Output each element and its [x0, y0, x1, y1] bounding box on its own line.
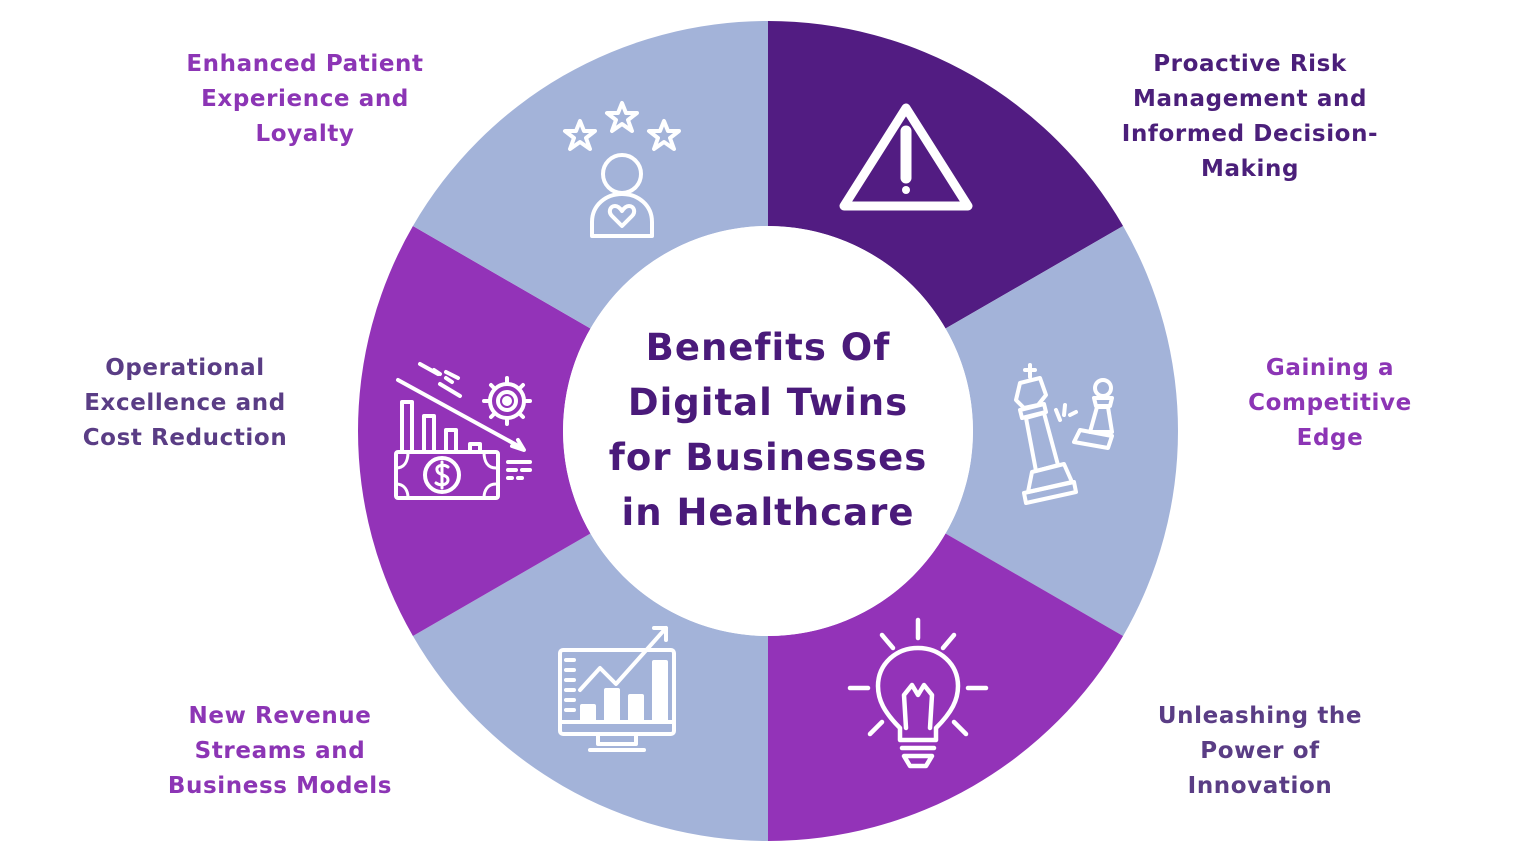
- label-new-revenue: New Revenue Streams and Business Models: [167, 703, 393, 799]
- title-line-2: Digital Twins: [627, 381, 909, 424]
- label-competitive-edge: Gaining a Competitive Edge: [1248, 355, 1412, 451]
- title-line-3: for Businesses: [608, 436, 928, 479]
- chess-king-pawn-icon: [1014, 363, 1114, 505]
- segment-patient-experience: [412, 21, 768, 329]
- diagram-title: Benefits Of Digital Twins for Businesses…: [568, 320, 968, 540]
- label-operational-excellence: Operational Excellence and Cost Reductio…: [82, 355, 288, 451]
- title-line-4: in Healthcare: [621, 491, 915, 534]
- label-patient-experience: Enhanced Patient Experience and Loyalty: [186, 51, 424, 147]
- monitor-growth-chart-icon: [558, 626, 676, 752]
- label-proactive-risk: Proactive Risk Management and Informed D…: [1121, 51, 1379, 182]
- lightbulb-icon: [847, 617, 989, 769]
- center-circle: [563, 226, 973, 636]
- segment-innovation: [768, 533, 1124, 841]
- customer-rating-heart-icon: [563, 101, 681, 238]
- segment-competitive-edge: [945, 226, 1178, 636]
- segment-operational-excellence: [358, 226, 591, 636]
- segment-new-revenue: [412, 533, 768, 841]
- cost-reduction-chart-gear-icon: [394, 362, 532, 500]
- title-line-1: Benefits Of: [645, 326, 891, 369]
- warning-triangle-icon: [839, 103, 973, 211]
- label-innovation: Unleashing the Power of Innovation: [1157, 703, 1363, 799]
